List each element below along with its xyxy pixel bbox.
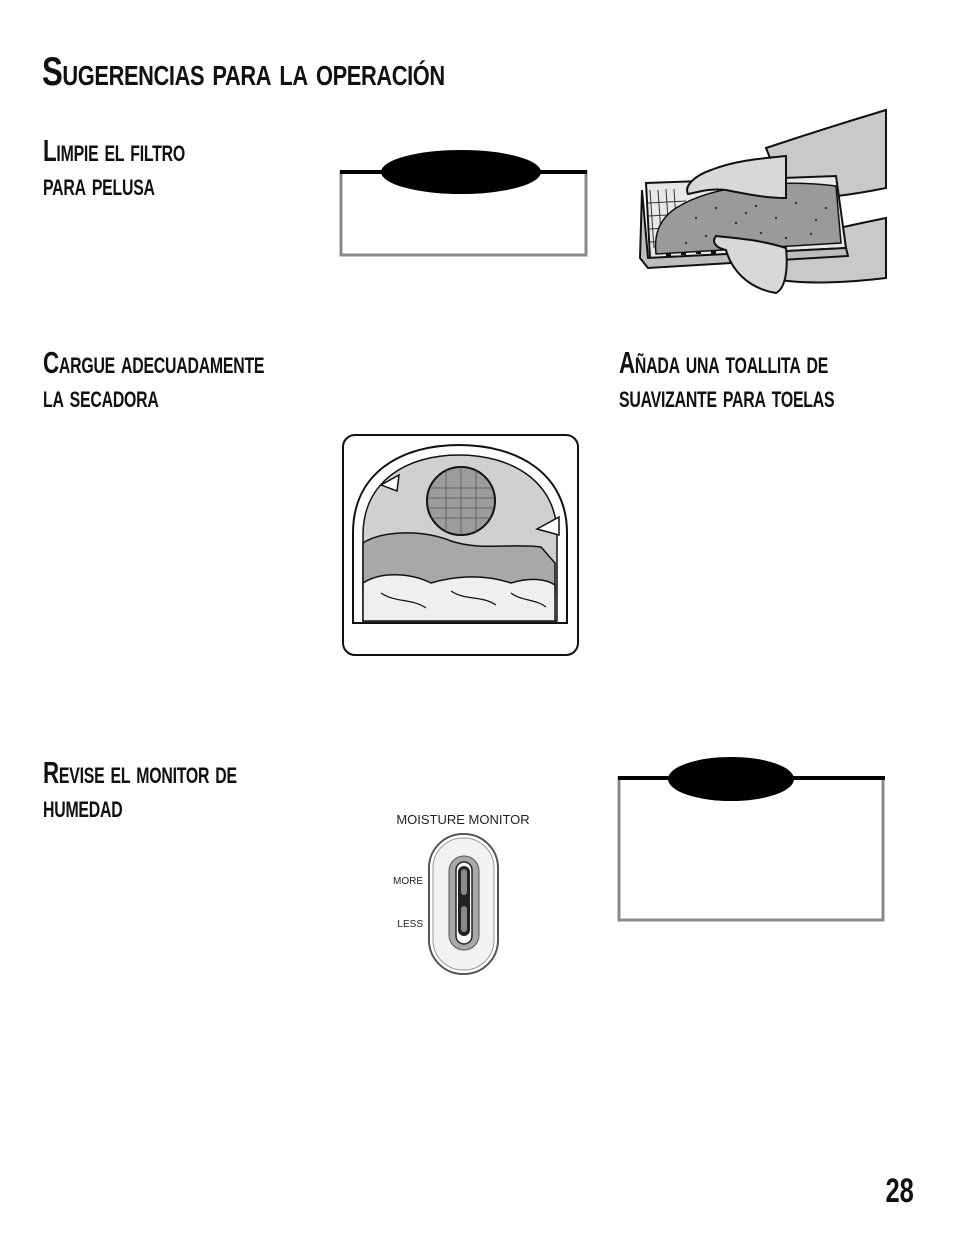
heading-softener-sheet-line2: suavizante para toelas: [619, 379, 835, 414]
heading-lint-filter: Limpie el filtro para pelusa: [43, 134, 185, 202]
heading-softener-sheet: Añada una toallita de suavizante para to…: [619, 345, 835, 414]
moisture-less-label: LESS: [397, 919, 423, 930]
note-badge-lint: [381, 150, 541, 194]
heading-moisture-monitor-line2: humedad: [43, 789, 123, 824]
note-box-moisture: [617, 757, 885, 922]
moisture-more-label: MORE: [393, 876, 423, 887]
note-box-lint: [339, 150, 588, 257]
heading-softener-sheet-line1: Añada una toallita de: [619, 345, 829, 380]
moisture-monitor-panel: MOISTURE MONITOR MORE LESS: [393, 812, 530, 975]
heading-lint-filter-line2: para pelusa: [43, 167, 155, 202]
heading-moisture-monitor-line1: Revise el monitor de: [43, 755, 237, 790]
heading-load-dryer-line1: Cargue adecuadamente: [43, 345, 265, 380]
note-badge-moisture: [668, 757, 794, 801]
heading-lint-filter-line1: Limpie el filtro: [43, 133, 185, 168]
lint-filter-illustration: [638, 108, 887, 295]
dryer-drum-illustration: [342, 434, 579, 656]
heading-load-dryer-line2: la secadora: [43, 379, 159, 414]
moisture-monitor-title: MOISTURE MONITOR: [396, 812, 529, 827]
page-title: Sugerencias para la operación: [42, 50, 445, 94]
page-number: 28: [885, 1172, 914, 1210]
heading-moisture-monitor: Revise el monitor de humedad: [43, 756, 237, 824]
heading-load-dryer: Cargue adecuadamente la secadora: [43, 345, 265, 414]
